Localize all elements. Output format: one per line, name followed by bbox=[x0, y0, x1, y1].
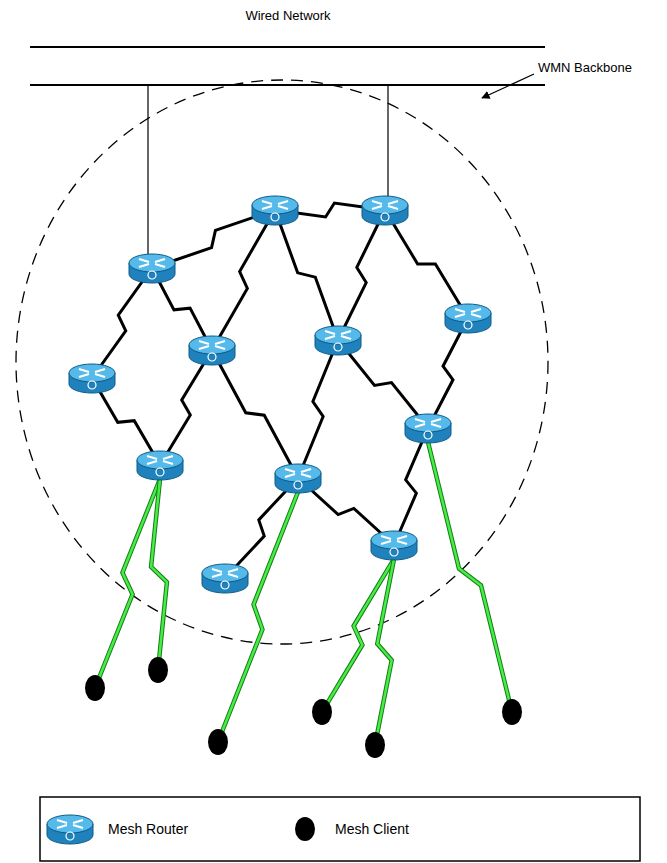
mesh-router-icon bbox=[371, 531, 417, 560]
mesh-router-icon bbox=[275, 464, 321, 493]
region-label: WMN Backbone bbox=[538, 60, 632, 76]
wired-uplink bbox=[147, 85, 148, 262]
client-link-fill bbox=[428, 442, 512, 712]
wireless-link bbox=[212, 210, 275, 350]
mesh-client-dot bbox=[365, 732, 385, 758]
client-link bbox=[218, 492, 298, 742]
mesh-client-dot bbox=[85, 675, 105, 701]
wireless-link bbox=[385, 210, 468, 318]
network-label: Wired Network bbox=[245, 8, 330, 24]
mesh-router-icon bbox=[362, 196, 408, 225]
client-link bbox=[428, 442, 512, 712]
mesh-router-icon bbox=[137, 451, 183, 480]
legend-text: Mesh Router bbox=[108, 821, 188, 837]
client-link-outline bbox=[322, 559, 394, 712]
wireless-link bbox=[298, 340, 338, 478]
legend-text: Mesh Client bbox=[335, 821, 409, 837]
mesh-router-icon bbox=[189, 336, 235, 365]
backbone-boundary bbox=[16, 80, 548, 644]
mesh-client-dot bbox=[208, 729, 228, 755]
client-link-fill bbox=[95, 479, 160, 688]
client-link-outline bbox=[151, 479, 167, 670]
client-link bbox=[95, 479, 160, 688]
wireless-link bbox=[338, 210, 385, 340]
wired-network-line bbox=[30, 84, 545, 86]
client-link-outline bbox=[428, 442, 512, 712]
client-link-outline bbox=[95, 479, 160, 688]
wireless-link bbox=[160, 350, 212, 465]
client-link-fill bbox=[375, 559, 394, 745]
mesh-client-dot bbox=[312, 699, 332, 725]
client-link-outline bbox=[375, 559, 394, 745]
mesh-router-icon bbox=[315, 326, 361, 355]
client-link-outline bbox=[218, 492, 298, 742]
legend-box bbox=[40, 797, 640, 861]
client-link-fill bbox=[218, 492, 298, 742]
mesh-router-icon bbox=[405, 414, 451, 443]
wired-network-line bbox=[30, 46, 545, 48]
wireless-link bbox=[275, 210, 338, 340]
client-link bbox=[322, 559, 394, 712]
wireless-link bbox=[225, 478, 298, 578]
mesh-router-icon bbox=[202, 564, 248, 593]
client-link bbox=[151, 479, 167, 670]
wireless-link bbox=[92, 268, 152, 378]
pointer-arrow bbox=[482, 74, 534, 98]
mesh-router-icon bbox=[69, 364, 115, 393]
mesh-router-icon bbox=[129, 254, 175, 283]
wireless-link bbox=[428, 318, 468, 428]
wireless-link bbox=[394, 428, 428, 545]
mesh-client-dot bbox=[502, 699, 522, 725]
mesh-router-icon bbox=[47, 815, 93, 844]
legend-swatch bbox=[295, 817, 315, 841]
client-link bbox=[375, 559, 394, 745]
wireless-link bbox=[212, 350, 298, 478]
mesh-client-dot bbox=[148, 657, 168, 683]
mesh-router-icon bbox=[445, 304, 491, 333]
client-link-fill bbox=[322, 559, 394, 712]
client-link-fill bbox=[151, 479, 167, 670]
mesh-router-icon bbox=[252, 196, 298, 225]
